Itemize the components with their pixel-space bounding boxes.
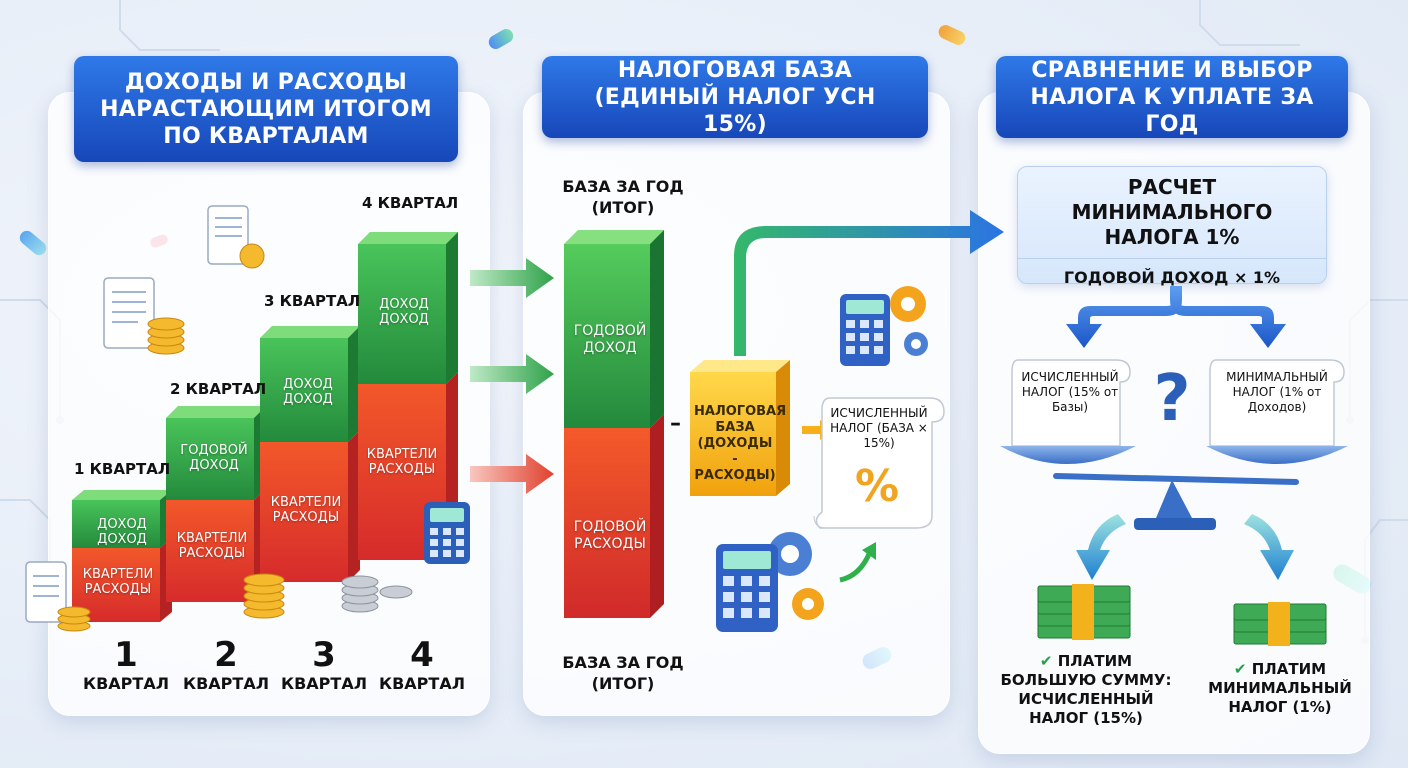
document-coin-icon bbox=[207, 205, 265, 269]
q3-expense-text: КВАРТЕЛИ РАСХОДЫ bbox=[270, 495, 342, 525]
q2-label: 2 КВАРТАЛ bbox=[170, 380, 267, 398]
panel-right-title: СРАВНЕНИЕ И ВЫБОР НАЛОГА К УПЛАТЕ ЗА ГОД bbox=[996, 56, 1348, 138]
split-arrows bbox=[1066, 286, 1286, 348]
min-tax-title: РАСЧЕТ МИНИМАЛЬНОГО НАЛОГА 1% bbox=[1071, 175, 1273, 249]
q4-label: 4 КВАРТАЛ bbox=[362, 194, 459, 212]
calculator-icon bbox=[424, 502, 470, 564]
q3-income-text: ДОХОД ДОХОД bbox=[283, 377, 333, 407]
cube-q4 bbox=[358, 232, 458, 560]
annual-base-column bbox=[564, 230, 664, 618]
check-icon: ✔ bbox=[1233, 660, 1247, 678]
question-icon: ? bbox=[1153, 362, 1191, 436]
result-left-text: ПЛАТИМ БОЛЬШУЮ СУММУ: ИСЧИСЛЕННЫЙ НАЛОГ … bbox=[1000, 652, 1172, 727]
q1-income-text: ДОХОД ДОХОД bbox=[97, 517, 147, 547]
trend-arrow-icon bbox=[839, 542, 876, 583]
q3-word: КВАРТАЛ bbox=[281, 674, 367, 693]
q2-number: 2 bbox=[214, 635, 238, 675]
coin-stacks-icon bbox=[243, 573, 413, 619]
result-left: ✔ ПЛАТИМ БОЛЬШУЮ СУММУ: ИСЧИСЛЕННЫЙ НАЛО… bbox=[1000, 652, 1172, 728]
q1-expense-text: КВАРТЕЛИ РАСХОДЫ bbox=[82, 567, 154, 597]
base-top-label: БАЗА ЗА ГОД (ИТОГ) bbox=[562, 177, 684, 217]
calculator-gear-icon bbox=[840, 286, 928, 366]
tax-base-cube bbox=[690, 360, 790, 496]
right-scroll-text: МИНИМАЛЬНЫЙ НАЛОГ (1% от Доходов) bbox=[1226, 370, 1328, 414]
q3-label: 3 КВАРТАЛ bbox=[264, 292, 361, 310]
q2-income-text: ГОДОВОЙ ДОХОД bbox=[180, 443, 248, 473]
calculated-tax-scroll bbox=[813, 397, 945, 529]
document-coins-icon bbox=[103, 277, 185, 355]
flow-arrow-to-compare bbox=[734, 210, 1004, 356]
flow-arrows bbox=[470, 258, 554, 494]
annual-expense-text: ГОДОВОЙ РАСХОДЫ bbox=[573, 519, 647, 552]
q1-word: КВАРТАЛ bbox=[83, 674, 169, 693]
panel-middle-title: НАЛОГОВАЯ БАЗА (ЕДИНЫЙ НАЛОГ УСН 15%) bbox=[542, 56, 928, 138]
q4-expense-text: КВАРТЕЛИ РАСХОДЫ bbox=[366, 447, 438, 477]
calculator-gear-icon-large bbox=[716, 532, 824, 632]
min-tax-formula: ГОДОВОЙ ДОХОД × 1% bbox=[1063, 268, 1281, 287]
result-right: ✔ ПЛАТИМ МИНИМАЛЬНЫЙ НАЛОГ (1%) bbox=[1200, 660, 1360, 717]
check-icon: ✔ bbox=[1039, 652, 1053, 670]
left-scroll-text: ИСЧИСЛЕННЫЙ НАЛОГ (15% от Базы) bbox=[1021, 370, 1119, 414]
min-tax-box: РАСЧЕТ МИНИМАЛЬНОГО НАЛОГА 1% ГОДОВОЙ ДО… bbox=[1017, 166, 1327, 287]
percent-icon: % bbox=[854, 461, 900, 512]
document-coins-icon-small bbox=[25, 561, 91, 632]
cube-q3 bbox=[260, 326, 360, 582]
tax-base-text: НАЛОГОВАЯ БАЗА (ДОХОДЫ - РАСХОДЫ) bbox=[694, 404, 787, 483]
base-bottom-label: БАЗА ЗА ГОД (ИТОГ) bbox=[562, 653, 684, 693]
money-stack-icon bbox=[1037, 584, 1131, 640]
result-right-text: ПЛАТИМ МИНИМАЛЬНЫЙ НАЛОГ (1%) bbox=[1208, 660, 1352, 716]
q2-word: КВАРТАЛ bbox=[183, 674, 269, 693]
q4-number: 4 bbox=[410, 635, 434, 675]
q2-expense-text: КВАРТЕЛИ РАСХОДЫ bbox=[176, 531, 248, 561]
min-tax-divider bbox=[1018, 258, 1326, 259]
panel-left-title: ДОХОДЫ И РАСХОДЫ НАРАСТАЮЩИМ ИТОГОМ ПО К… bbox=[74, 56, 458, 162]
annual-income-text: ГОДОВОЙ ДОХОД bbox=[573, 323, 647, 356]
q3-number: 3 bbox=[312, 635, 336, 675]
scales-icon bbox=[1000, 359, 1348, 530]
q1-label: 1 КВАРТАЛ bbox=[74, 460, 171, 478]
calculated-tax-text: ИСЧИСЛЕННЫЙ НАЛОГ (БАЗА × 15%) bbox=[830, 406, 928, 450]
q1-number: 1 bbox=[114, 635, 138, 675]
q4-word: КВАРТАЛ bbox=[379, 674, 465, 693]
q4-income-text: ДОХОД ДОХОД bbox=[379, 297, 429, 327]
money-stack-icon-small bbox=[1233, 602, 1327, 646]
minus-sign: – bbox=[670, 411, 681, 436]
result-arrows bbox=[1076, 514, 1294, 580]
quarter-cubes bbox=[72, 232, 458, 622]
